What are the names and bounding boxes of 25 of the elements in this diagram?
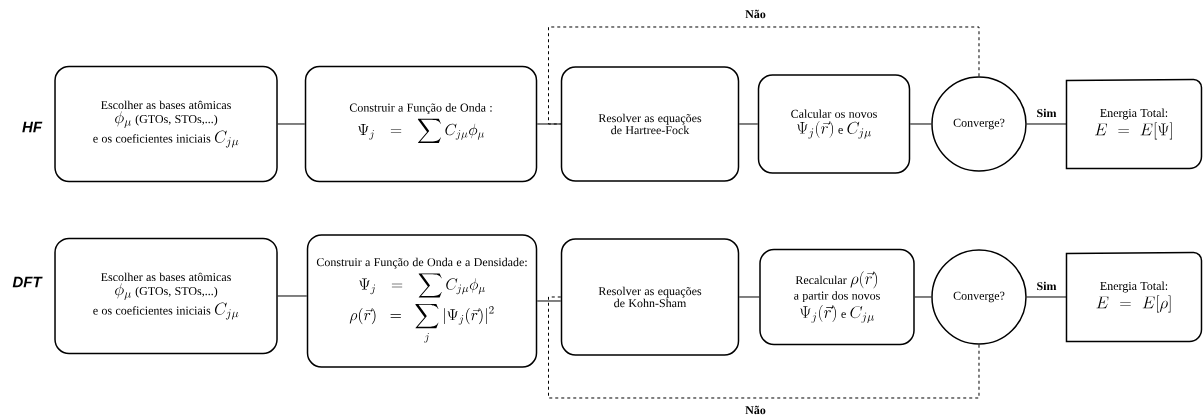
process-box: Resolver as equações de Hartree-Fock xyxy=(560,66,740,182)
result-box: Energia Total: $E = E[\rho]$ xyxy=(1065,251,1203,343)
process-box: Calcular os novos $\Psi_j(\vec{r})$ e $C_{j\mu}$ xyxy=(757,74,911,174)
connector xyxy=(277,123,306,125)
connector xyxy=(909,123,932,125)
connector xyxy=(277,295,308,297)
result-box: Energia Total: $E = E[\Psi]$ xyxy=(1065,78,1203,170)
edge-label: Não xyxy=(744,404,767,416)
connector xyxy=(1026,123,1067,125)
edge-label: Não xyxy=(744,8,767,20)
connector xyxy=(548,296,980,399)
process-box: Escolher as bases atômicas $\phi_\mu$ (GTOs, STOs,...) e os coeficientes iniciais $C_{j\mu}$ xyxy=(54,237,278,355)
connector xyxy=(548,26,980,125)
connector xyxy=(738,123,759,125)
connector xyxy=(914,296,932,298)
connector xyxy=(536,300,562,302)
process-box: Resolver as equações de Kohn-Sham xyxy=(560,238,740,356)
edge-label: Sim xyxy=(1035,107,1058,119)
process-box: Construir a Função de Onda e a Densidade: $\Psi_j = \sum C_{j\mu}\phi_\mu$ $\rho(\vec{r}) = \sum_j |\Psi_j(\vec{r})|^2$ xyxy=(306,234,538,368)
connector xyxy=(1026,296,1067,298)
process-box: Escolher as bases atômicas $\phi_\mu$ (GTOs, STOs,...) e os coeficientes iniciais $C_{j\mu}$ xyxy=(54,65,278,183)
process-box: Construir a Função de Onda : $\Psi_j = \sum C_{j\mu}\phi_\mu$ xyxy=(304,65,538,183)
connector xyxy=(738,296,760,298)
edge-label: Sim xyxy=(1035,280,1058,292)
process-box: Recalcular $\rho(\vec{r})$ a partir dos novos $\Psi_j(\vec{r})$ e $C_{j\mu}$ xyxy=(759,248,915,346)
